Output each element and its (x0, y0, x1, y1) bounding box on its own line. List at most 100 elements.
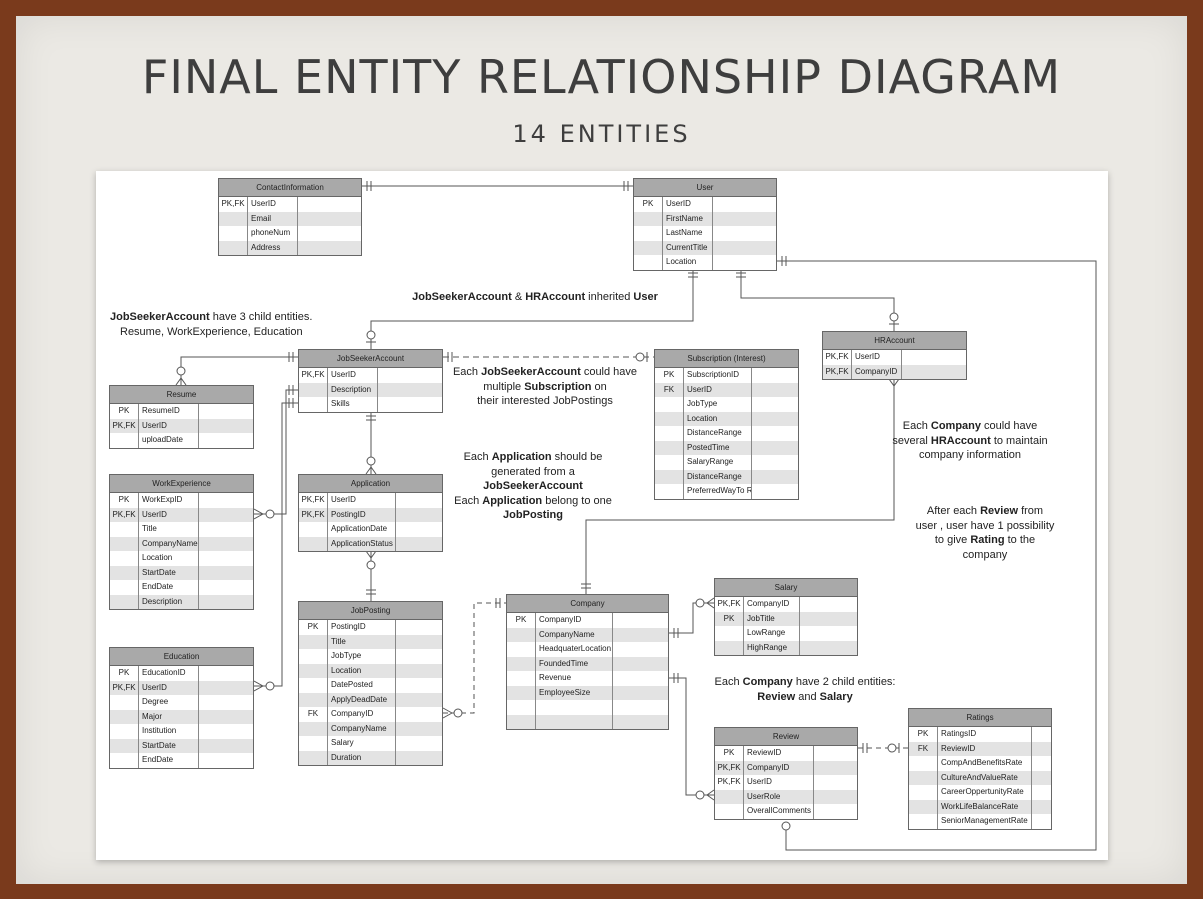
key-marker: PK,FK (110, 418, 139, 433)
key-marker (655, 484, 684, 499)
entity-attribute-row: Duration (299, 750, 442, 765)
key-marker (110, 709, 139, 724)
attribute-name: Skills (328, 397, 378, 412)
attribute-name: HeadquaterLocation (536, 642, 613, 657)
entity-header: Education (110, 648, 253, 666)
key-marker: PK,FK (299, 368, 328, 383)
key-marker: PK,FK (219, 197, 248, 212)
attribute-name: StartDate (139, 565, 199, 580)
key-marker (110, 594, 139, 609)
attribute-name: EndDate (139, 753, 199, 768)
attribute-type-cell (752, 382, 798, 397)
note-company-hraccount: Each Company could have several HRAccoun… (892, 420, 1048, 461)
entity-attribute-row: SalaryRange (655, 455, 798, 470)
attribute-type-cell (613, 642, 668, 657)
attribute-type-cell (199, 433, 253, 448)
key-marker (219, 226, 248, 241)
entity-header: Ratings (909, 709, 1051, 727)
attribute-name: RatingsID (938, 727, 1032, 742)
attribute-name: ApplyDeadDate (328, 692, 396, 707)
attribute-name: PostingID (328, 620, 396, 635)
attribute-type-cell (613, 656, 668, 671)
key-marker (507, 656, 536, 671)
attribute-name: CompanyID (744, 760, 814, 775)
entity-attribute-row: CompAndBenefitsRate (909, 756, 1051, 771)
entity-header: Review (715, 728, 857, 746)
key-marker (110, 753, 139, 768)
entity-attribute-row: uploadDate (110, 433, 253, 448)
attribute-type-cell (713, 197, 776, 212)
attribute-name: Location (684, 411, 752, 426)
attribute-type-cell (199, 418, 253, 433)
entity-header: WorkExperience (110, 475, 253, 493)
attribute-type-cell (613, 627, 668, 642)
key-marker (110, 738, 139, 753)
note-subscription: Each JobSeekerAccount could have multipl… (452, 366, 638, 407)
attribute-type-cell (199, 507, 253, 522)
entity-attribute-row: Description (110, 594, 253, 609)
attribute-type-cell (199, 724, 253, 739)
key-marker (299, 750, 328, 765)
attribute-type-cell (800, 626, 857, 641)
attribute-type-cell (396, 678, 442, 693)
attribute-name: CultureAndValueRate (938, 770, 1032, 785)
key-marker: PK (634, 197, 663, 212)
key-marker: PK,FK (823, 364, 852, 379)
attribute-type-cell (752, 455, 798, 470)
attribute-type-cell (1032, 770, 1051, 785)
attribute-name: ReviewID (938, 741, 1032, 756)
entity-attribute-row: DistanceRange (655, 426, 798, 441)
attribute-name: CompanyID (536, 613, 613, 628)
key-marker (110, 522, 139, 537)
attribute-name: PostedTime (684, 440, 752, 455)
key-marker (655, 397, 684, 412)
attribute-type-cell (378, 382, 442, 397)
attribute-type-cell (814, 746, 857, 761)
attribute-type-cell (902, 350, 966, 365)
key-marker: PK (110, 493, 139, 508)
attribute-type-cell (814, 760, 857, 775)
entity-attribute-row: ApplyDeadDate (299, 692, 442, 707)
entity-attribute-row: OverallComments (715, 804, 857, 819)
attribute-name: SubscriptionID (684, 368, 752, 383)
attribute-type-cell (1032, 785, 1051, 800)
attribute-name: UserRole (744, 789, 814, 804)
attribute-name: WorkLifeBalanceRate (938, 799, 1032, 814)
entity-attribute-row: phoneNum (219, 226, 361, 241)
key-marker: PK,FK (715, 597, 744, 612)
attribute-name (536, 700, 613, 715)
key-marker (507, 700, 536, 715)
attribute-name: UserID (744, 775, 814, 790)
attribute-type-cell (396, 721, 442, 736)
entity-attribute-row: Address (219, 240, 361, 255)
attribute-name: UserID (852, 350, 902, 365)
entity-header: Company (507, 595, 668, 613)
attribute-name (536, 714, 613, 729)
attribute-name: Salary (328, 736, 396, 751)
entity-header: Resume (110, 386, 253, 404)
attribute-name: SeniorManagementRate (938, 814, 1032, 829)
attribute-type-cell (396, 522, 442, 537)
attribute-name: UserID (248, 197, 298, 212)
